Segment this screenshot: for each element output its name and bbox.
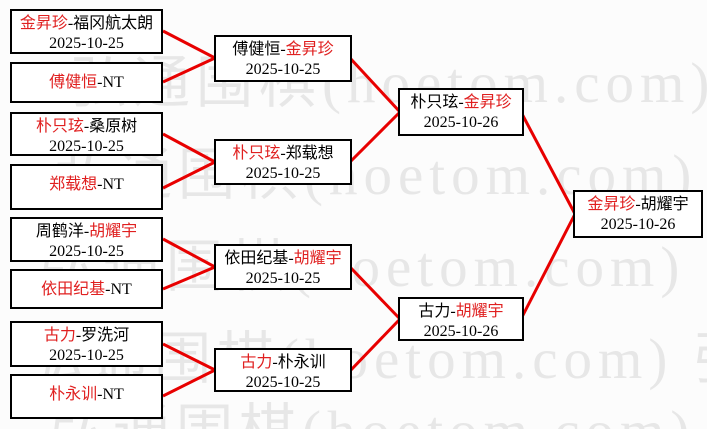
match-box-round1-5: 周鹤洋-胡耀宇 2025-10-25 [10, 217, 163, 262]
match-box-round1-6: 依田纪基-NT [10, 269, 163, 309]
player-name: 古力 [240, 354, 273, 371]
player-name: 周鹤洋- [35, 223, 90, 240]
player-name: -NT [97, 74, 124, 91]
player-name: 朴只玹- [410, 94, 464, 111]
player-name: 金昇珍 [285, 41, 334, 58]
match-date: 2025-10-26 [600, 216, 676, 233]
player-name: 古力 [43, 327, 76, 344]
connector-line [162, 160, 216, 190]
match-players: 金昇珍-胡耀宇 [575, 195, 701, 215]
match-players: 傅健恒-NT [12, 73, 161, 93]
player-name: 依田纪基- [224, 250, 294, 267]
connector-line [162, 265, 216, 291]
player-name: 傅健恒 [49, 74, 98, 91]
connector-line [162, 56, 216, 84]
match-box-round1-3: 朴只玹-桑原树 2025-10-25 [10, 112, 163, 156]
player-name: 傅健恒- [232, 41, 286, 58]
match-box-round2-4: 古力-朴永训 2025-10-25 [214, 348, 352, 392]
match-players: 周鹤洋-胡耀宇 [12, 222, 161, 242]
player-name: 金昇珍 [463, 94, 512, 111]
player-name: 朴只玹 [35, 118, 84, 135]
match-players: 古力-罗洗河 [12, 326, 161, 346]
match-date: 2025-10-25 [245, 374, 321, 391]
connector-line [162, 132, 216, 164]
match-players: 朴只玹-金昇珍 [400, 93, 522, 113]
match-players: 金昇珍-福冈航太朗 [12, 14, 161, 34]
connector-line [162, 237, 216, 269]
player-name: 胡耀宇 [455, 303, 504, 320]
player-name: 朴永训 [49, 386, 98, 403]
match-box-final: 金昇珍-胡耀宇 2025-10-26 [573, 190, 703, 238]
match-date: 2025-10-25 [245, 270, 321, 287]
player-name: -NT [97, 176, 124, 193]
connector-line [348, 317, 402, 373]
match-box-round1-4: 郑载想-NT [10, 164, 163, 210]
connector-line [519, 213, 577, 320]
match-box-round1-8: 朴永训-NT [10, 374, 163, 419]
match-players: 朴永训-NT [12, 385, 161, 405]
player-name: -朴永训 [272, 354, 326, 371]
player-name: -桑原树 [83, 118, 138, 135]
player-name: 金昇珍 [19, 15, 68, 32]
match-date: 2025-10-26 [423, 323, 499, 340]
match-box-semifinal-2: 古力-胡耀宇 2025-10-26 [398, 297, 524, 341]
player-name: 金昇珍 [587, 196, 636, 213]
player-name: 朴只玹 [232, 145, 281, 162]
player-name: 古力- [418, 303, 456, 320]
match-players: 朴只玹-郑载想 [216, 144, 350, 164]
connector-line [348, 265, 402, 321]
watermark-text: 弘通围棋(hoetom.com) 弘通围棋(hoetom.com) [70, 52, 707, 115]
player-name: 胡耀宇 [293, 250, 342, 267]
player-name: -罗洗河 [75, 327, 130, 344]
match-box-round1-7: 古力-罗洗河 2025-10-25 [10, 321, 163, 367]
player-name: -NT [105, 281, 132, 298]
match-players: 古力-朴永训 [216, 353, 350, 373]
match-date: 2025-10-25 [49, 347, 124, 364]
connector-line [348, 110, 402, 164]
connector-line [162, 29, 216, 60]
player-name: 胡耀宇 [89, 223, 138, 240]
match-players: 依田纪基-NT [12, 280, 161, 300]
match-date: 2025-10-25 [49, 243, 124, 260]
match-box-round2-2: 朴只玹-郑载想 2025-10-25 [214, 139, 352, 185]
match-box-round1-1: 金昇珍-福冈航太朗 2025-10-25 [10, 9, 163, 54]
match-players: 依田纪基-胡耀宇 [216, 249, 350, 269]
player-name: -NT [97, 386, 124, 403]
match-date: 2025-10-26 [423, 114, 499, 131]
match-players: 郑载想-NT [12, 175, 161, 195]
match-date: 2025-10-25 [49, 35, 124, 52]
player-name: 郑载想 [49, 176, 98, 193]
match-players: 傅健恒-金昇珍 [216, 40, 350, 60]
match-box-round2-3: 依田纪基-胡耀宇 2025-10-25 [214, 244, 352, 290]
player-name: -福冈航太朗 [67, 15, 154, 32]
match-date: 2025-10-25 [245, 165, 321, 182]
connector-line [162, 368, 216, 398]
match-box-round1-2: 傅健恒-NT [10, 62, 163, 103]
player-name: 依田纪基 [41, 281, 106, 298]
match-players: 古力-胡耀宇 [400, 302, 522, 322]
connector-line [162, 342, 216, 372]
match-date: 2025-10-25 [245, 61, 321, 78]
connector-line [348, 56, 402, 114]
player-name: -郑载想 [280, 145, 334, 162]
connector-line [519, 111, 577, 215]
player-name: -胡耀宇 [635, 196, 689, 213]
match-date: 2025-10-25 [49, 138, 124, 155]
match-box-semifinal-1: 朴只玹-金昇珍 2025-10-26 [398, 88, 524, 136]
match-box-round2-1: 傅健恒-金昇珍 2025-10-25 [214, 35, 352, 82]
match-players: 朴只玹-桑原树 [12, 117, 161, 137]
